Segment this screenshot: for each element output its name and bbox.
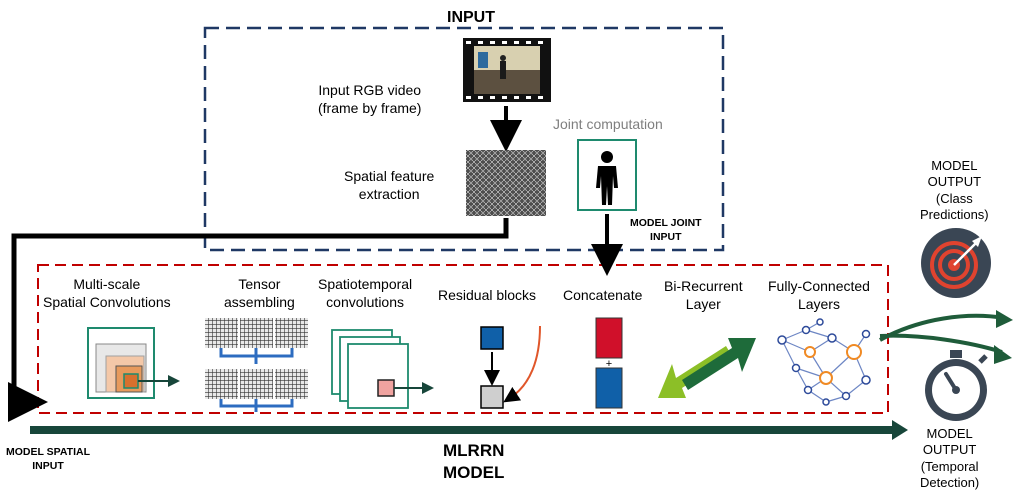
model-main-arrow-head bbox=[892, 420, 908, 440]
spatiotemporal-conv-icon bbox=[331, 329, 434, 409]
spatial-feature-map bbox=[466, 150, 546, 216]
fully-connected-network-icon bbox=[777, 318, 871, 406]
arrow-to-class-output bbox=[879, 313, 1005, 342]
stage-label-residual: Residual blocks bbox=[438, 287, 537, 303]
concatenate-plus: + bbox=[606, 358, 612, 370]
concatenate-icon bbox=[595, 317, 623, 409]
input-title: INPUT bbox=[447, 9, 495, 26]
joint-computation-label: Joint computation bbox=[553, 116, 663, 132]
arrow-spatial-input-path bbox=[8, 218, 509, 422]
stage-label-concatenate: Concatenate bbox=[563, 287, 643, 303]
input-rgb-label: Input RGB video(frame by frame) bbox=[318, 82, 422, 116]
person-icon bbox=[577, 139, 637, 211]
target-icon bbox=[921, 228, 991, 298]
multiscale-conv-icon bbox=[87, 327, 180, 399]
tensor-assembly-icon bbox=[205, 318, 308, 412]
arrow-head-class-output bbox=[996, 310, 1013, 328]
arrow-head-temporal-output bbox=[994, 345, 1012, 364]
bi-recurrent-arrow-icon bbox=[658, 338, 756, 398]
model-region-box bbox=[37, 264, 889, 414]
residual-block-icon bbox=[480, 325, 541, 409]
video-film-icon bbox=[463, 38, 551, 102]
input-region-box bbox=[203, 26, 725, 252]
arrow-to-temporal-output bbox=[879, 333, 1003, 354]
stopwatch-icon bbox=[925, 350, 988, 421]
